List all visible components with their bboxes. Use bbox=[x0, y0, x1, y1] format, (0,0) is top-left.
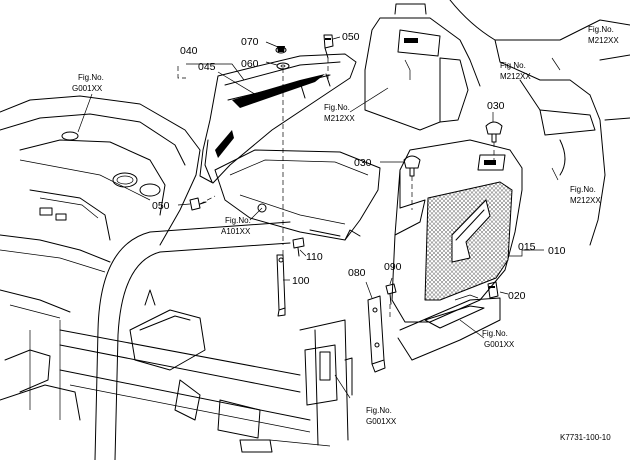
label-050-left: 050 bbox=[152, 200, 170, 212]
label-050-top: 050 bbox=[342, 31, 360, 43]
part-070-grommet bbox=[275, 46, 287, 54]
label-040: 040 bbox=[180, 45, 198, 57]
svg-text:Fig.No.: Fig.No. bbox=[225, 216, 251, 225]
fig-ref-m212-mid: Fig.No. M212XX bbox=[500, 61, 531, 81]
label-110: 110 bbox=[306, 251, 323, 263]
floor-plate bbox=[397, 294, 501, 361]
frame-rollbar bbox=[59, 221, 353, 460]
label-010: 010 bbox=[548, 245, 566, 257]
part-110-bolt bbox=[292, 237, 305, 257]
svg-text:M212XX: M212XX bbox=[324, 114, 355, 123]
label-020: 020 bbox=[508, 290, 526, 302]
svg-text:G001XX: G001XX bbox=[72, 84, 103, 93]
fig-ref-g001-right: Fig.No. G001XX bbox=[482, 329, 515, 349]
svg-text:Fig.No.: Fig.No. bbox=[570, 185, 596, 194]
svg-text:Fig.No.: Fig.No. bbox=[366, 406, 392, 415]
fig-ref-m212-top: Fig.No. M212XX bbox=[588, 25, 619, 45]
svg-text:A101XX: A101XX bbox=[221, 227, 251, 236]
label-070: 070 bbox=[241, 36, 259, 48]
part-040-cover bbox=[199, 53, 357, 184]
part-100-stay-rod bbox=[276, 254, 286, 317]
svg-text:M212XX: M212XX bbox=[500, 72, 531, 81]
part-050-clip-top bbox=[323, 34, 334, 59]
label-090: 090 bbox=[384, 261, 402, 273]
assembly-lines bbox=[177, 58, 495, 320]
label-080: 080 bbox=[348, 267, 366, 279]
label-100: 100 bbox=[292, 275, 310, 287]
label-015: 015 bbox=[518, 241, 536, 253]
svg-text:Fig.No.: Fig.No. bbox=[482, 329, 508, 338]
fig-ref-m212-right: Fig.No. M212XX bbox=[570, 185, 601, 205]
cabin-panel-upper bbox=[364, 0, 630, 246]
dashboard-body bbox=[0, 95, 201, 421]
fig-ref-a101-center: Fig.No. A101XX bbox=[221, 216, 251, 236]
svg-text:G001XX: G001XX bbox=[484, 340, 515, 349]
part-030-knob-left bbox=[403, 155, 421, 177]
part-050-clip-left bbox=[189, 197, 207, 211]
label-030-upper: 030 bbox=[487, 100, 505, 112]
fig-ref-g001-left: Fig.No. G001XX bbox=[72, 73, 104, 93]
leader-lines bbox=[77, 36, 561, 399]
part-090-bolt bbox=[385, 283, 397, 305]
figure-references: Fig.No. G001XX Fig.No. M212XX Fig.No. M2… bbox=[72, 25, 619, 426]
label-030-left: 030 bbox=[354, 157, 372, 169]
center-tray bbox=[214, 149, 381, 241]
svg-text:M212XX: M212XX bbox=[570, 196, 601, 205]
part-020-spacer bbox=[487, 281, 499, 299]
svg-text:Fig.No.: Fig.No. bbox=[588, 25, 614, 34]
svg-text:Fig.No.: Fig.No. bbox=[500, 61, 526, 70]
drawing-number: K7731-100-10 bbox=[560, 433, 611, 442]
part-080-bracket bbox=[367, 295, 386, 373]
fig-ref-g001-bottom: Fig.No. G001XX bbox=[366, 406, 397, 426]
part-030-knob-upper bbox=[485, 121, 503, 143]
svg-text:G001XX: G001XX bbox=[366, 417, 397, 426]
svg-text:Fig.No.: Fig.No. bbox=[324, 103, 350, 112]
fig-ref-m212-center: Fig.No. M212XX bbox=[324, 103, 355, 123]
label-045: 045 bbox=[198, 61, 216, 73]
part-labels: 040 045 070 060 050 050 030 030 015 010 … bbox=[152, 31, 566, 302]
svg-text:M212XX: M212XX bbox=[588, 36, 619, 45]
label-060: 060 bbox=[241, 58, 259, 70]
svg-text:Fig.No.: Fig.No. bbox=[78, 73, 104, 82]
